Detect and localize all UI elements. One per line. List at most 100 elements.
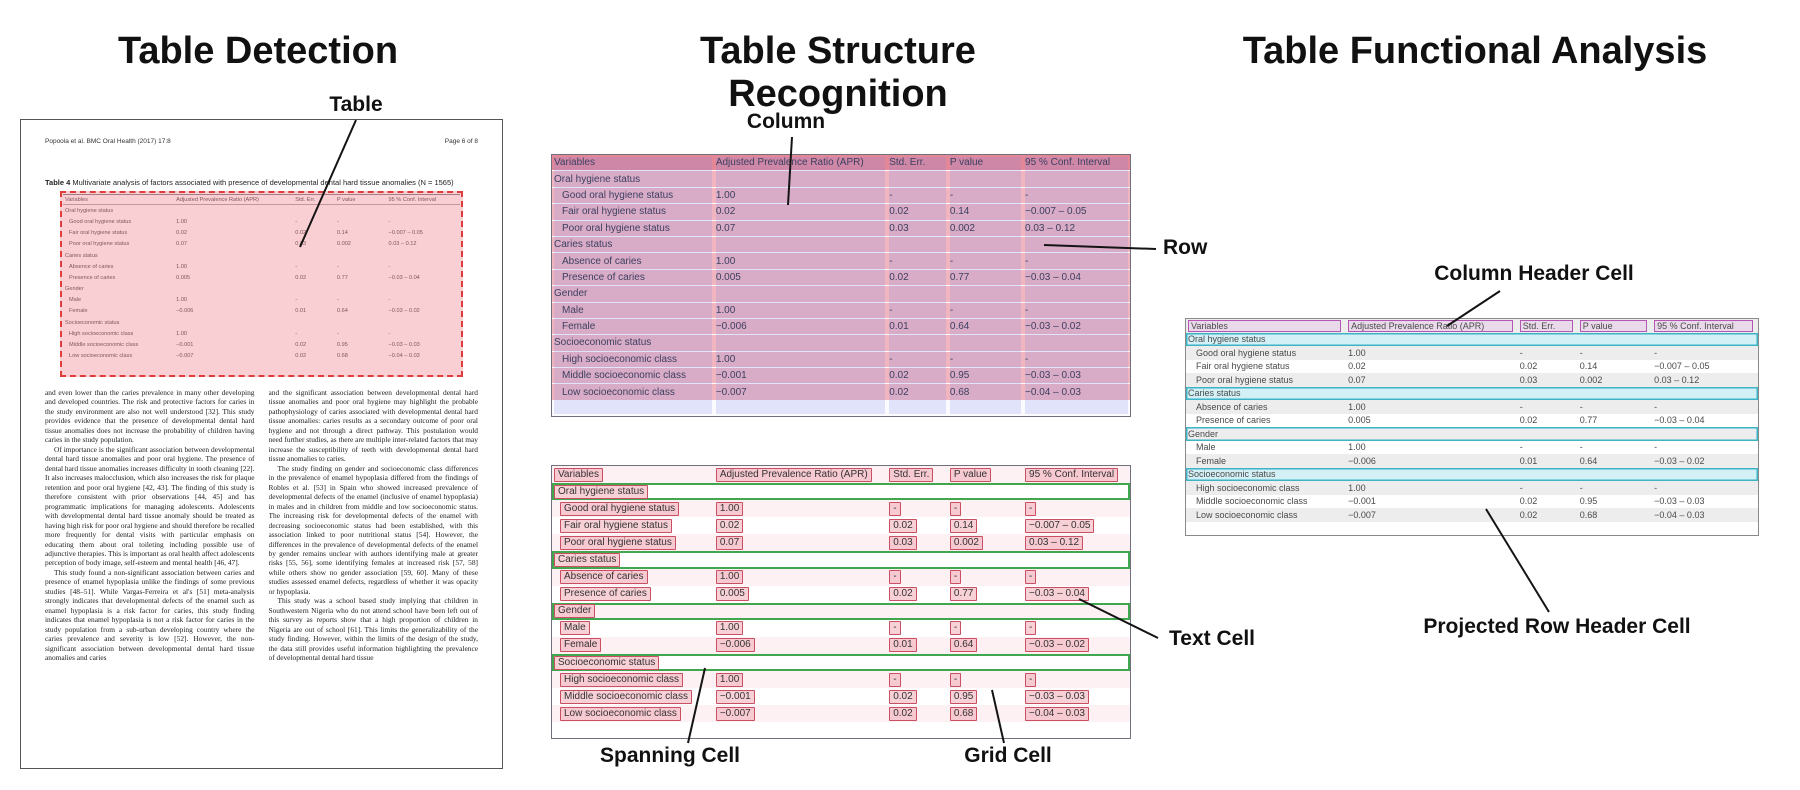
spanning-row: Gender	[552, 602, 1130, 620]
page-number: Page 6 of 8	[444, 138, 478, 145]
table-cell: Poor oral hygiene status	[552, 535, 714, 550]
table-cell: High socioeconomic class	[1196, 482, 1300, 493]
table-cell: Low socioeconomic class	[552, 706, 714, 721]
table-cell: Male	[69, 297, 82, 304]
table-cell: -	[388, 263, 391, 270]
table-cell: −0.03 – 0.03	[1023, 689, 1130, 704]
table-cell: Female	[1196, 455, 1227, 466]
table-cell: −0.03 – 0.04	[1023, 587, 1130, 602]
header-cell: Std. Err.	[889, 157, 926, 169]
table-cell: −0.04 – 0.03	[388, 353, 420, 360]
table-cell: High socioeconomic class	[562, 353, 678, 365]
header-cell: Variables	[554, 157, 595, 169]
table-cell: -	[388, 297, 391, 304]
cell-text-box: 0.03 – 0.12	[1025, 535, 1084, 550]
cell-text-box: -	[1025, 621, 1037, 636]
table-cell: Fair oral hygiene status	[562, 206, 666, 218]
cell-text-box: 0.02	[889, 689, 917, 704]
table-cell: 0.68	[336, 353, 348, 360]
table-cell: 0.77	[949, 271, 970, 283]
table-cell: −0.007	[176, 353, 194, 360]
panel-title-table-functional-analysis: Table Functional Analysis	[1242, 30, 1708, 72]
spanning-row: Oral hygiene status	[552, 171, 1130, 187]
spanning-cell: Gender	[65, 286, 84, 293]
table-cell: 1.00	[714, 570, 887, 585]
table-cell: -	[948, 501, 1023, 516]
table-cell: High socioeconomic class	[69, 330, 134, 337]
table-cell: 0.02	[887, 706, 948, 721]
annotation-table: Table	[329, 93, 383, 116]
cell-text-box: 0.77	[949, 587, 978, 602]
table-cell: -	[1025, 189, 1029, 201]
spanning-row: Caries status	[552, 236, 1130, 253]
table-cell: 0.002	[948, 535, 1023, 550]
table-cell: 1.00	[715, 353, 736, 365]
table-caption: Table 4 Multivariate analysis of factors…	[45, 178, 478, 187]
cell-text-box: −0.007	[715, 706, 755, 721]
table-cell: 0.07	[1348, 374, 1366, 385]
cell-text-box: Variables	[554, 467, 603, 482]
spanning-row: Caries status	[1186, 386, 1758, 400]
table-cell: 0.02	[295, 353, 307, 360]
spanning-cell: Gender	[554, 288, 588, 300]
table-cell: −0.007	[715, 386, 747, 398]
document-page: Popoola et al. BMC Oral Health (2017) 17…	[20, 119, 503, 769]
table-cell: Low socioeconomic class	[1196, 509, 1298, 520]
table-cell: 0.03 – 0.12	[1025, 222, 1076, 234]
table-cell: -	[388, 330, 391, 337]
table-cell: Fair oral hygiene status	[69, 230, 128, 237]
spanning-row: Caries status	[552, 551, 1130, 568]
cell-text-box: Adjusted Prevalence Ratio (APR)	[715, 467, 872, 482]
table-cell: Low socioeconomic class	[562, 386, 675, 398]
table-cell: 0.002	[949, 222, 975, 234]
table-cell: −0.006	[176, 308, 194, 315]
table-cell: Good oral hygiene status	[1196, 347, 1297, 358]
document-table: Variables Adjusted Prevalence Ratio (APR)…	[63, 194, 460, 374]
cell-text-box: 95 % Conf. Interval	[1025, 467, 1119, 482]
cell-text-box: Low socioeconomic class	[560, 706, 681, 721]
table-cell: -	[295, 297, 298, 304]
cell-text-box: Poor oral hygiene status	[560, 535, 676, 550]
cell-text-box: 1.00	[715, 672, 744, 687]
column-header-box: 95 % Conf. Interval	[1654, 319, 1753, 332]
cell-text-box: −0.03 – 0.03	[1025, 689, 1089, 704]
header-cell: Adjusted Prevalence Ratio (APR)	[176, 196, 259, 203]
table-cell: −0.006	[715, 321, 747, 333]
table-cell: -	[889, 353, 893, 365]
spanning-cell: Oral hygiene status	[554, 173, 641, 185]
spanning-row: Gender	[552, 286, 1130, 302]
cell-text-box: 1.00	[715, 621, 744, 636]
table-cell: 0.005	[1348, 415, 1371, 426]
header-cell: Std. Err.	[1518, 319, 1578, 332]
table-cell: -	[948, 672, 1023, 687]
table-cell: 0.77	[1579, 415, 1598, 426]
cell-text-box: -	[1025, 672, 1037, 687]
cell-text-box: 1.00	[715, 570, 744, 585]
table-cell: 0.02	[1519, 361, 1538, 372]
table-cell: 0.14	[948, 518, 1023, 533]
table-cell: Presence of caries	[69, 274, 116, 281]
spanning-row: Gender	[1186, 427, 1758, 441]
table-cell: 0.02	[1519, 415, 1538, 426]
spanning-cell: Oral hygiene status	[65, 207, 114, 214]
spanning-cell-text-box: Socioeconomic status	[554, 655, 660, 670]
table-cell: -	[1023, 672, 1130, 687]
cell-text-box: 0.07	[715, 535, 744, 550]
table-cell: −0.03 – 0.04	[388, 274, 420, 281]
spanning-row: Socioeconomic status	[1186, 467, 1758, 481]
structure-cells-table: Variables Adjusted Prevalence Ratio (APR)…	[551, 465, 1131, 739]
table-cell: 0.02	[714, 518, 887, 533]
header-cell: Variables	[65, 196, 88, 203]
table-cell: 0.005	[176, 274, 191, 281]
table-cell: 0.95	[1579, 496, 1598, 507]
table-cell: Middle socioeconomic class	[562, 370, 686, 382]
